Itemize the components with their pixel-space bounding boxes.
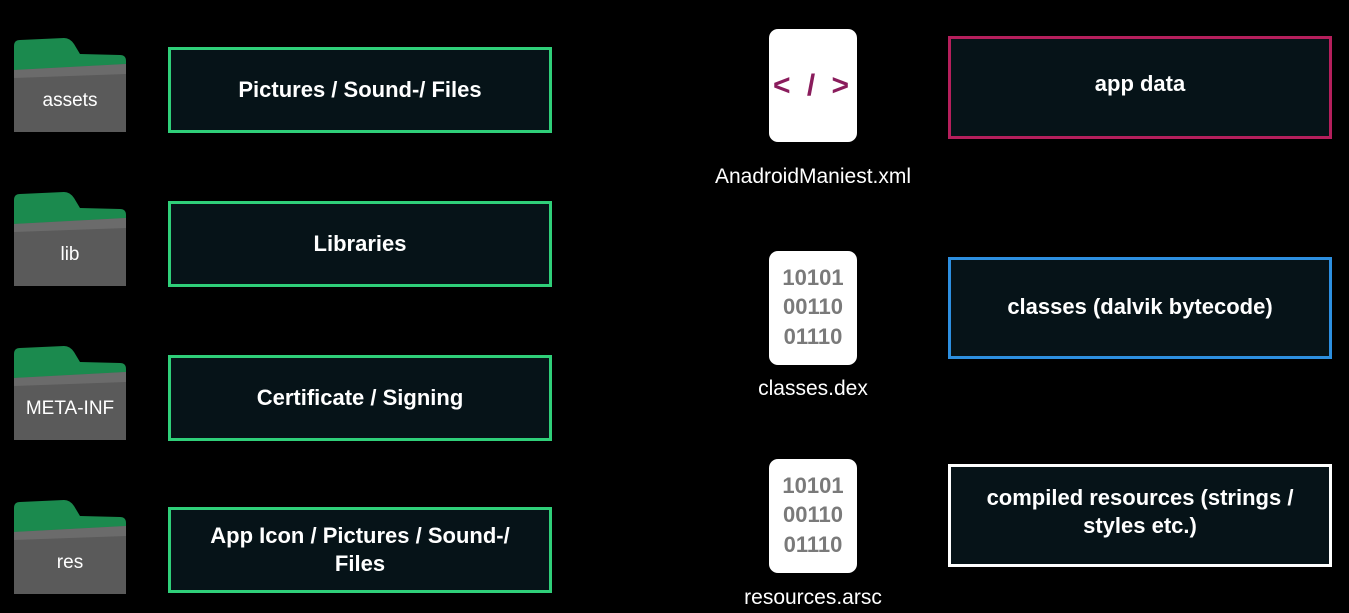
manifest-description: app data [1094,70,1186,96]
folder-lib-icon: lib [14,188,126,286]
binary-line: 10101 [782,473,844,498]
code-glyph: < / > [772,69,854,102]
res-description-box: App Icon / Pictures / Sound-/ Files [168,507,552,593]
res-description: App Icon / Pictures / Sound-/ Files [210,523,510,576]
folder-res-icon: res [14,496,126,594]
binary-line: 01110 [783,532,843,557]
binary-line: 00110 [783,294,843,319]
folder-label: res [56,552,84,573]
folder-meta-inf-icon: META-INF [14,342,126,440]
arsc-file-name: resources.arsc [744,586,882,609]
xml-file-icon: < / > [769,29,857,142]
folder-assets-icon: assets [14,34,126,132]
manifest-file-name: AnadroidManiest.xml [714,165,912,188]
binary-line: 00110 [783,502,843,527]
dex-file-name: classes.dex [758,377,868,400]
arsc-description: compiled resources (strings / styles etc… [986,484,1294,538]
meta-inf-description: Certificate / Signing [256,385,464,410]
manifest-description-box: app data [948,36,1332,139]
dex-description: classes (dalvik bytecode) [1007,294,1273,319]
lib-description-box: Libraries [168,201,552,287]
binary-line: 10101 [782,265,844,290]
assets-description-box: Pictures / Sound-/ Files [168,47,552,133]
meta-inf-description-box: Certificate / Signing [168,355,552,441]
assets-description: Pictures / Sound-/ Files [238,77,482,102]
dex-description-box: classes (dalvik bytecode) [948,257,1332,359]
folder-label: assets [42,90,98,111]
binary-line: 01110 [783,324,843,349]
arsc-description-box: compiled resources (strings / styles etc… [948,464,1332,567]
lib-description: Libraries [313,231,407,256]
folder-label: lib [60,244,80,265]
folder-label: META-INF [25,398,115,419]
dex-file-icon: 10101 00110 01110 [769,251,857,365]
arsc-file-icon: 10101 00110 01110 [769,459,857,573]
